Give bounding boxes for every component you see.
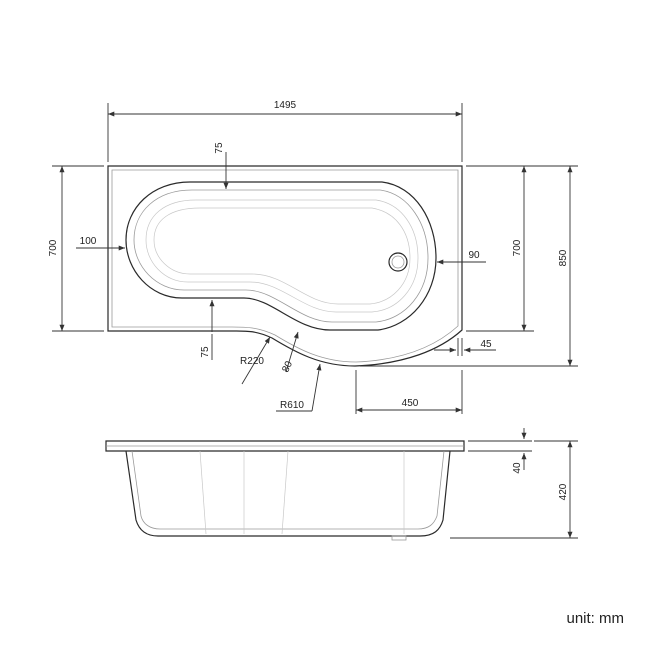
dim-step-offset: 45	[434, 338, 496, 356]
dim-rim-thickness: 40	[468, 428, 532, 474]
waste-outlet-icon	[388, 252, 408, 272]
dim-label-700-right: 700	[512, 239, 523, 256]
dim-step-rim: 75	[200, 300, 215, 360]
dim-right-width: 700	[466, 165, 534, 332]
bowl-floor	[145, 199, 419, 313]
dim-label-450: 450	[402, 398, 419, 409]
bowl-inner	[133, 189, 429, 323]
dim-label-r610: R610	[280, 400, 304, 411]
dim-label-100: 100	[80, 236, 97, 247]
plan-inner-rim	[111, 169, 459, 363]
dim-bulge-length: 450	[355, 370, 463, 414]
dim-waste-offset: 90	[437, 250, 486, 265]
dim-rim-top: 75	[214, 142, 229, 189]
side-elevation	[105, 440, 465, 541]
dim-overall-length: 1495	[107, 100, 463, 162]
dim-label-40: 40	[512, 462, 523, 474]
dim-label-1495: 1495	[274, 100, 297, 111]
dim-label-r220: R220	[240, 356, 264, 367]
dim-label-850: 850	[558, 249, 569, 266]
dim-label-80: 80	[280, 359, 295, 374]
bowl-outer	[125, 181, 437, 331]
elevation-body	[125, 450, 451, 537]
dim-label-75-top: 75	[214, 142, 225, 154]
dim-left-rim: 100	[76, 236, 125, 251]
plan-view	[107, 165, 463, 367]
dim-left-width: 700	[48, 165, 104, 332]
dim-label-700-left: 700	[48, 239, 59, 256]
plan-outer-rim	[107, 165, 463, 367]
unit-label: unit: mm	[566, 610, 624, 627]
dim-overall-width: 850	[360, 165, 578, 367]
dim-label-45: 45	[480, 339, 492, 350]
dim-depth: 420	[450, 440, 578, 539]
dim-bulge-rim: 80	[280, 331, 299, 374]
dim-label-90: 90	[468, 250, 480, 261]
dim-label-75-step: 75	[200, 346, 211, 358]
dim-label-420: 420	[558, 483, 569, 500]
dim-outer-radius: R610	[276, 363, 322, 412]
dim-inner-radius: R220	[240, 336, 271, 385]
